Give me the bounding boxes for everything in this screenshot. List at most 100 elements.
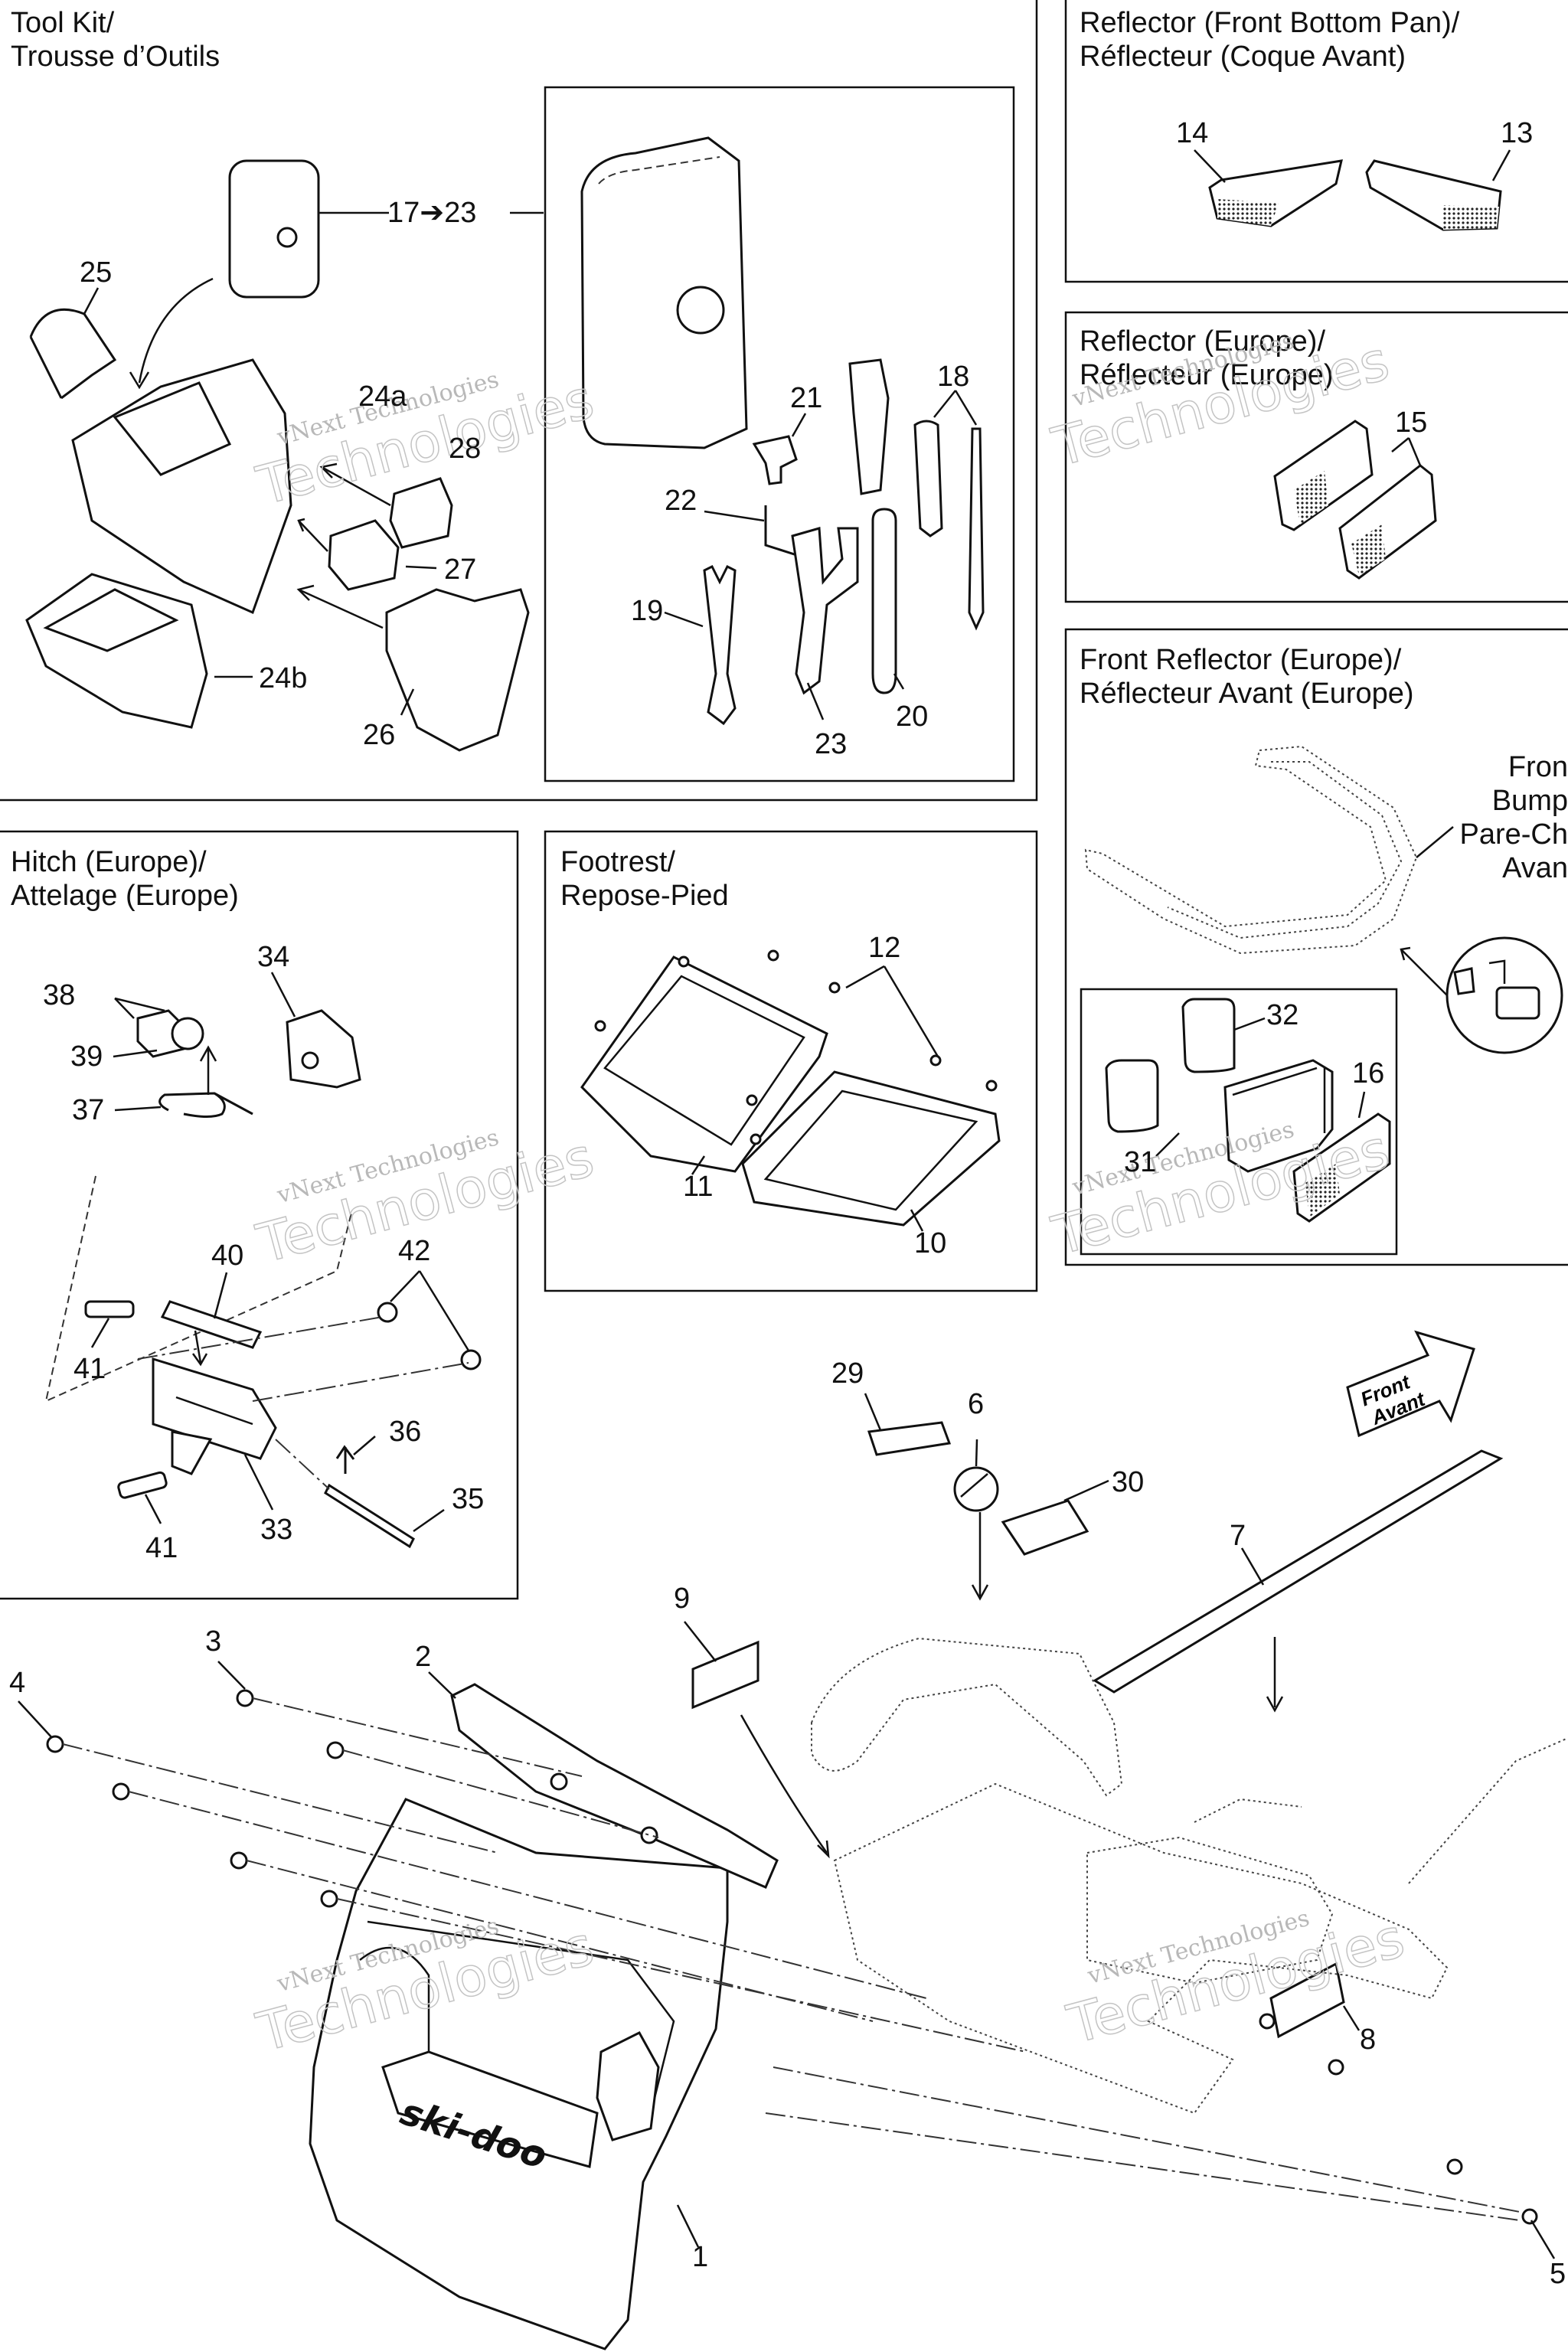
reflector-europe-title-line1: Reflector (Europe)/ [1080, 325, 1326, 358]
callout-4: 4 [9, 1667, 25, 1699]
leader-32 [1233, 1017, 1266, 1031]
leader-16 [1357, 1091, 1366, 1119]
callout-23: 23 [815, 728, 847, 760]
front-reflector-europe-title-line1: Front Reflector (Europe)/ [1080, 644, 1402, 676]
callout-18: 18 [937, 361, 969, 393]
footrest-11-inner [603, 975, 805, 1146]
callout-12: 12 [868, 932, 900, 964]
detail-clip-b [1488, 959, 1506, 984]
bracket-2 [450, 1683, 779, 1889]
callout-41a: 41 [74, 1353, 106, 1385]
decal-30 [1001, 1499, 1089, 1556]
leader-1 [676, 2204, 700, 2248]
gauge-6 [953, 1466, 999, 1512]
leader-41b [144, 1494, 162, 1524]
chain-d [128, 1791, 927, 1999]
callout-1: 1 [692, 2241, 708, 2273]
leader-29 [864, 1393, 882, 1431]
callout-39: 39 [70, 1040, 103, 1073]
pouch-arrowhead [129, 371, 150, 390]
reflector-15a-mesh [1294, 471, 1328, 524]
leader-21 [791, 413, 807, 437]
strip-7 [1093, 1449, 1504, 1694]
leader-7 [1240, 1547, 1265, 1586]
callout-6: 6 [968, 1388, 984, 1420]
panel-frames [0, 0, 1568, 1600]
spanner-23 [791, 527, 859, 695]
callout-35: 35 [452, 1483, 484, 1515]
arrow-9 [740, 1714, 828, 1854]
leader-4 [18, 1700, 54, 1740]
socket-driver [848, 358, 890, 495]
callout-40: 40 [211, 1240, 243, 1272]
pad-28 [389, 477, 453, 549]
screwdriver-18 [913, 420, 943, 537]
skidoo-logo-plate [381, 2050, 599, 2168]
leader-bumper [1416, 826, 1454, 858]
leader-42 [390, 1270, 470, 1351]
leader-9 [684, 1621, 717, 1662]
arrow-27 [298, 520, 328, 552]
toolbox-24b-inner [43, 588, 179, 652]
front-reflector-europe-frame [1064, 628, 1568, 1266]
main-assembly: ski-doo [18, 1330, 1568, 2350]
toolbox-24a-edge [71, 439, 185, 583]
callout-15: 15 [1395, 407, 1427, 439]
rivet-3b [326, 1741, 345, 1759]
hitch-parts [44, 972, 482, 1549]
footrest-title: Footrest/ Repose-Pied [560, 845, 729, 913]
pouch-logo-small [276, 227, 298, 248]
footrest-title-line2: Repose-Pied [560, 880, 729, 912]
leader-12 [845, 965, 939, 1057]
callout-3: 3 [205, 1625, 221, 1658]
callout-21: 21 [790, 382, 822, 414]
toolbox-24a-lid [113, 381, 232, 476]
leader-5 [1530, 2220, 1556, 2259]
arrow-28 [321, 466, 391, 507]
washer-4c [230, 1851, 248, 1870]
callout-38: 38 [43, 979, 75, 1011]
footrest-11 [580, 956, 828, 1173]
bumper-label: Fron Bump Pare-Ch Avan [1460, 750, 1568, 885]
arrow-detail [1400, 949, 1448, 996]
leader-33 [243, 1454, 274, 1511]
footrest-screws [594, 949, 998, 1145]
leader-20 [893, 673, 905, 690]
front-reflector-europe-parts [1084, 745, 1563, 1223]
lamp-inset-frame [1080, 988, 1398, 1256]
reflector-front-bottom-title-line2: Réflecteur (Coque Avant) [1080, 41, 1406, 73]
hook-36 [335, 1445, 355, 1474]
washer-4d [320, 1890, 338, 1908]
pouch-stitch [598, 156, 720, 185]
tool-pouch-large [580, 136, 748, 449]
reflector-16-mesh [1305, 1164, 1340, 1217]
leader-23 [806, 682, 825, 720]
chain-c [62, 1743, 498, 1854]
callout-16: 16 [1352, 1057, 1384, 1089]
chain-g [773, 2066, 1524, 2213]
callout-11: 11 [683, 1171, 713, 1203]
bracket-32 [1181, 998, 1236, 1073]
front-pan-1 [309, 1798, 729, 2350]
washer-4b [112, 1782, 130, 1801]
rear-frame [1194, 1737, 1568, 1884]
callout-19: 19 [631, 595, 663, 627]
screwdriver-blade-18 [968, 427, 985, 631]
leader-13 [1491, 149, 1511, 181]
chain-e [246, 1860, 874, 2022]
hitch-axis-b [252, 1362, 469, 1402]
callout-37: 37 [72, 1094, 104, 1126]
reflector-front-bottom-title: Reflector (Front Bottom Pan)/ Réflecteur… [1080, 6, 1459, 74]
chain-a [252, 1697, 583, 1777]
callout-14: 14 [1176, 117, 1208, 149]
chain-b [342, 1749, 659, 1838]
bumper-outline [1084, 745, 1418, 955]
callout-7: 7 [1230, 1520, 1246, 1552]
front-pan-edge [367, 1920, 675, 2114]
callouts: 17➔23 25 24a 28 27 24b 26 21 18 22 19 20… [9, 117, 1566, 2290]
toolkit-title: Tool Kit/ Trousse d’Outils [11, 6, 220, 74]
callout-41b: 41 [145, 1532, 178, 1564]
callout-17-23: 17➔23 [387, 197, 476, 229]
